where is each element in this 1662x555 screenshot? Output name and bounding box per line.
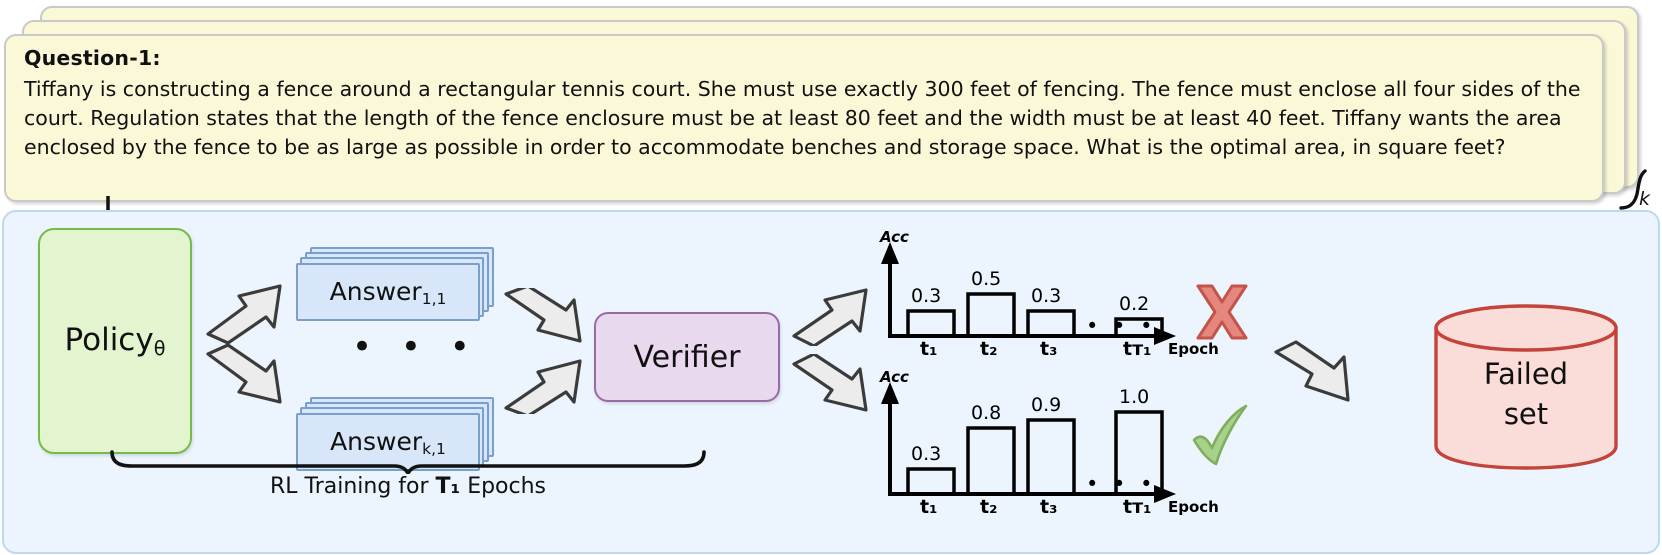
brace-icon (1619, 169, 1647, 210)
chart-x-tick: t₃ (1040, 496, 1058, 518)
accuracy-chart-failing: Acc • • • 0.3 0.5 0.3 0.2 t₁ t₂ t₃ tᴛ₁ E… (868, 228, 1219, 360)
failed-set-store[interactable]: Failed set (1432, 302, 1620, 472)
chart-y-axis-label: Acc (880, 228, 909, 246)
policy-to-answer1-arrow-icon (206, 284, 282, 344)
failed-set-line1: Failed (1483, 357, 1569, 391)
answer-ellipsis: • • • (352, 327, 479, 367)
verifier-to-chart-bottom-arrow-icon (792, 354, 868, 412)
fail-to-failed-set-arrow-icon (1274, 340, 1350, 402)
chart-x-tick: t₂ (980, 496, 998, 518)
bar-value-label: 0.3 (911, 443, 942, 465)
bar-value-label: 0.8 (971, 402, 1002, 424)
rl-caption-suffix: Epochs (460, 474, 547, 499)
stack-count-brace: k (1617, 168, 1661, 216)
failed-set-line2: set (1503, 397, 1549, 431)
chart-x-tick: t₃ (1040, 338, 1058, 360)
policy-to-answerk-arrow-icon (206, 344, 282, 404)
chart-ellipsis: • • • (1086, 314, 1157, 338)
answerk-to-verifier-arrow-icon (504, 359, 582, 414)
answer1-to-verifier-arrow-icon (504, 288, 582, 343)
chart-x-tick: t₁ (920, 338, 938, 360)
verifier-to-chart-top-arrow-icon (792, 288, 868, 346)
accuracy-chart-passing: Acc • • • 0.3 0.8 0.9 1.0 t₁ t₂ t₃ tᴛ₁ E… (868, 368, 1219, 518)
question-text: Tiffany is constructing a fence around a… (24, 77, 1581, 159)
chart-x-axis-label: Epoch (1168, 498, 1219, 516)
bar-value-label: 1.0 (1119, 386, 1150, 408)
chart-ellipsis: • • • (1086, 472, 1157, 496)
chart-y-axis-label: Acc (880, 368, 909, 386)
policy-box[interactable]: Policyθ (38, 228, 192, 454)
rl-caption-prefix: RL Training for (269, 474, 436, 499)
answer-label-k: Answerk,1 (330, 426, 446, 458)
chart-x-tick: t₂ (980, 338, 998, 360)
policy-label: Policyθ (64, 322, 166, 360)
question-card-stack: Question-1: Tiffany is constructing a fe… (0, 0, 1662, 210)
rl-training-caption: RL Training for T₁ Epochs (108, 474, 708, 499)
chart-x-axis-label: Epoch (1168, 340, 1219, 358)
verifier-label: Verifier (633, 339, 741, 375)
answer-label-1: Answer1,1 (329, 276, 447, 308)
stack-count-label: k (1639, 188, 1651, 210)
answer-card-front-1[interactable]: Answer1,1 (296, 263, 480, 321)
answer-card-stack-1[interactable]: Answer1,1 (296, 247, 496, 321)
chart-x-tick: t₁ (920, 496, 938, 518)
rl-brace-anchor (108, 446, 114, 452)
check-mark-icon (1192, 404, 1248, 466)
verifier-box[interactable]: Verifier (594, 312, 780, 402)
cross-mark-icon (1196, 284, 1248, 340)
bar-value-label: 0.2 (1119, 293, 1150, 315)
bar-value-label: 0.5 (971, 268, 1002, 290)
chart-x-tick: tᴛ₁ (1123, 338, 1152, 360)
bar-value-label: 0.9 (1031, 394, 1062, 416)
answer-card-stack-k[interactable]: Answerk,1 (296, 397, 496, 471)
rl-caption-epochs: T₁ (435, 474, 461, 499)
chart-axes-and-bars (881, 242, 1176, 345)
failed-set-label: Failed set (1432, 354, 1620, 434)
question-title: Question-1: (24, 46, 161, 70)
bar-value-label: 0.3 (1031, 285, 1062, 307)
chart-axes-and-bars (881, 382, 1176, 503)
rl-training-brace-icon (110, 450, 706, 474)
bar-value-label: 0.3 (911, 285, 942, 307)
database-cylinder-icon (1434, 304, 1618, 470)
chart-x-tick: tᴛ₁ (1123, 496, 1152, 518)
question-card-front[interactable]: Question-1: Tiffany is constructing a fe… (4, 34, 1604, 202)
answer-card-front-k[interactable]: Answerk,1 (296, 413, 480, 471)
